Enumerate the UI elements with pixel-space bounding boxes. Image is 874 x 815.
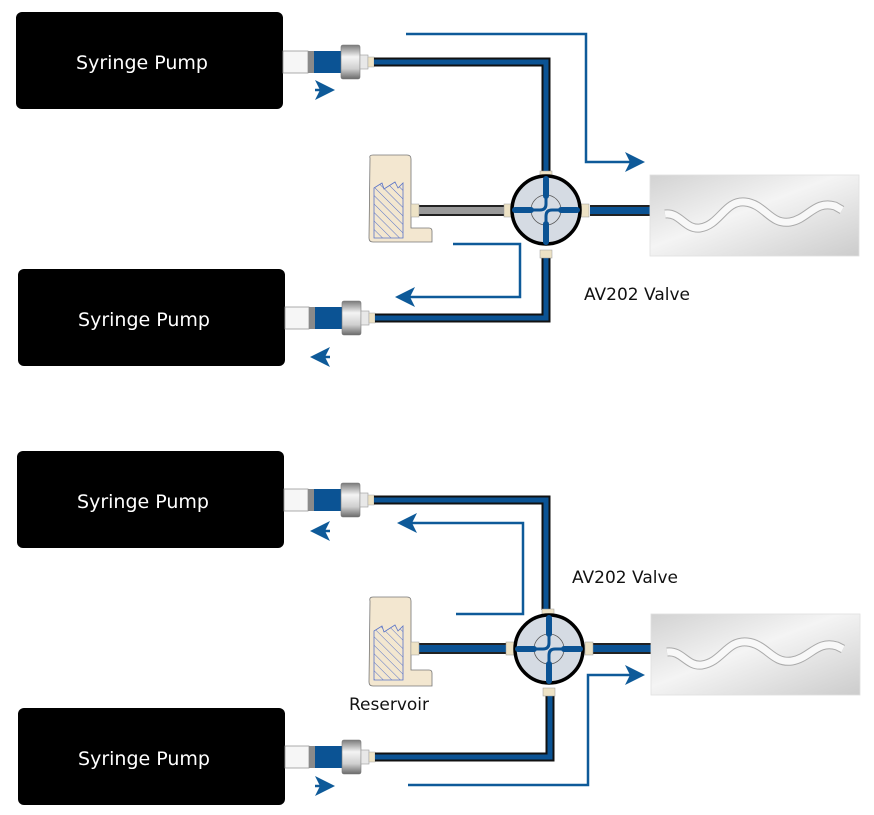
reservoir <box>368 596 433 687</box>
pump-body <box>18 708 285 805</box>
flow-arrow-to-pump2-icon <box>395 242 522 307</box>
flow-arrow-to-column-icon <box>408 665 645 787</box>
reservoir <box>368 154 433 243</box>
bottom-diagram: Syringe Pump Syringe Pump <box>17 451 861 805</box>
syringe-icon <box>284 300 376 336</box>
reservoir-label: Reservoir <box>349 695 429 715</box>
av202-valve <box>503 170 590 259</box>
valve-label: AV202 Valve <box>584 285 690 305</box>
av202-valve <box>505 608 594 697</box>
reservoir-liquid-icon <box>373 181 404 239</box>
pump-label: Syringe Pump <box>77 491 209 513</box>
pump-body <box>18 269 285 366</box>
pump-label: Syringe Pump <box>78 748 210 770</box>
syringe-icon <box>283 482 375 518</box>
pump-label: Syringe Pump <box>76 52 208 74</box>
syringe-icon <box>282 44 375 80</box>
top-diagram: Syringe Pump Syringe Pump <box>16 12 860 367</box>
syringe-pump-1: Syringe Pump <box>16 12 375 109</box>
syringe-pump-4: Syringe Pump <box>18 708 376 805</box>
column-channel-icon <box>666 638 845 669</box>
syringe-pump-3: Syringe Pump <box>17 451 375 548</box>
column <box>650 613 861 696</box>
column-channel-icon <box>664 198 844 232</box>
tube-pump3-to-valve <box>374 495 551 610</box>
valve-label: AV202 Valve <box>572 568 678 588</box>
column <box>649 174 860 257</box>
flow-arrow-to-column-icon <box>406 32 645 172</box>
pump-body <box>16 12 283 109</box>
reservoir-liquid-icon <box>373 624 404 681</box>
pump-label: Syringe Pump <box>78 309 210 331</box>
flow-arrow-to-pump3-icon <box>397 513 525 616</box>
syringe-pump-2: Syringe Pump <box>18 269 376 367</box>
syringe-icon <box>284 739 376 775</box>
pump-body <box>17 451 284 548</box>
